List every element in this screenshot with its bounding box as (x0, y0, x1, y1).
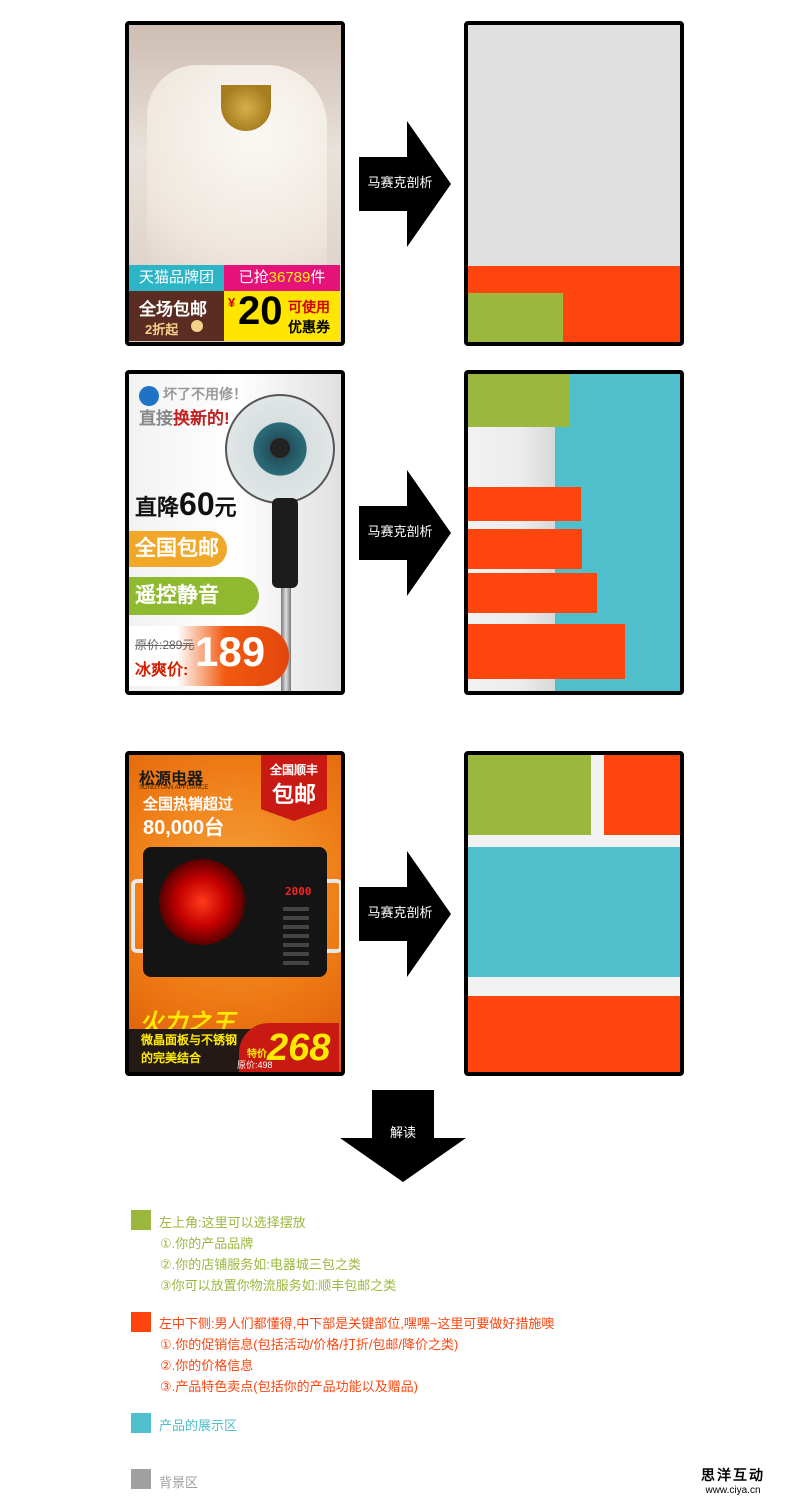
special-label: 特价 (247, 1049, 267, 1060)
subheadline: 直接换新的! (139, 409, 230, 428)
price-drop: 直降60元 (135, 486, 237, 522)
right-arrow-icon (359, 470, 451, 596)
mosaic-display-block (468, 847, 680, 977)
fan-hub (270, 438, 290, 458)
badge-icon (139, 386, 159, 406)
play-icon (191, 320, 203, 332)
headline: 坏了不用修！ (163, 386, 247, 402)
necklace-illustration (221, 85, 271, 131)
sold-count-tag: 已抢36789件 (224, 265, 340, 291)
brand-logo: 松源电器 (139, 771, 204, 788)
legend-orange-swatch (131, 1312, 151, 1332)
mosaic-brand-block (468, 293, 563, 342)
legend-orange-item: ③.产品特色卖点(包括你的产品功能以及赠品) (160, 1379, 418, 1394)
legend-green-item: ③你可以放置你物流服务如:顺丰包邮之类 (160, 1278, 397, 1293)
legend-green-swatch (131, 1210, 151, 1230)
heating-coil (159, 859, 245, 945)
shipping-ribbon: 全国顺丰 包邮 (261, 755, 327, 821)
sales-line-1: 全国热销超过 (143, 796, 234, 813)
mosaic-service-block (604, 755, 680, 835)
mosaic-layout-1 (464, 21, 684, 346)
price-label: 冰爽价: (135, 662, 189, 679)
legend-gray-title: 背景区 (159, 1475, 199, 1490)
legend-green-title: 左上角:这里可以选择摆放 (159, 1215, 306, 1230)
arrow-label: 马赛克剖析 (367, 175, 433, 190)
brand-tag: 天猫品牌团 (129, 265, 224, 291)
mosaic-layout-2 (464, 370, 684, 695)
fan-body (272, 498, 298, 588)
right-arrow-icon (359, 851, 451, 977)
price-value: 189 (195, 628, 266, 675)
legend-teal-swatch (131, 1413, 151, 1433)
price-tag (239, 1023, 339, 1072)
cooker-handle-left (131, 879, 151, 953)
legend-green-item: ②.你的店铺服务如:电器城三包之类 (160, 1257, 361, 1272)
down-arrow-label: 解读 (389, 1125, 416, 1140)
right-arrow-icon (359, 121, 451, 247)
watermark-url: www.ciya.cn (705, 1485, 761, 1496)
mosaic-promo-block-2 (468, 529, 582, 569)
mosaic-promo-block-4 (468, 624, 625, 679)
watermark-title: 思洋互动 (701, 1467, 765, 1483)
cooker-display: 2000 (285, 885, 312, 898)
coupon-tag: ¥ 20 可使用 优惠券 (224, 289, 340, 341)
legend-orange-item: ②.你的价格信息 (160, 1358, 254, 1373)
slogan-sub-2: 的完美结合 (141, 1051, 202, 1065)
mosaic-layout-3 (464, 751, 684, 1076)
legend-orange-item: ①.你的促销信息(包括活动/价格/打折/包邮/降价之类) (160, 1337, 459, 1352)
product-image-fan: 坏了不用修！ 直接换新的! 直降60元 全国包邮 遥控静音 原价:289元 冰爽… (125, 370, 345, 695)
feature-pill-1: 全国包邮 (129, 531, 227, 567)
legend-teal-title: 产品的展示区 (159, 1418, 238, 1433)
legend-orange-title: 左中下侧:男人们都懂得,中下部是关键部位,嘿嘿~这里可要做好措施噢 (159, 1316, 555, 1331)
product-image-clothing: 天猫品牌团 已抢36789件 全场包邮 2折起 ¥ 20 可使用 优惠券 (125, 21, 345, 346)
mosaic-promo-block-3 (468, 573, 597, 613)
slogan-sub-1: 微晶面板与不锈钢 (141, 1033, 238, 1047)
price-value: 268 (267, 1027, 331, 1069)
price-pill (129, 626, 289, 686)
feature-pill-2: 遥控静音 (129, 577, 259, 615)
arrow-label: 马赛克剖析 (367, 905, 433, 920)
watermark: 思洋互动 www.ciya.cn (696, 1465, 770, 1496)
sales-line-2: 80,000台 (143, 817, 225, 839)
arrow-label: 马赛克剖析 (367, 524, 433, 539)
down-arrow-icon (340, 1090, 466, 1182)
original-price: 原价:289元 (135, 638, 195, 652)
legend-gray-swatch (131, 1469, 151, 1489)
mosaic-brand-block (468, 374, 570, 427)
free-shipping-tag: 全场包邮 2折起 (129, 291, 224, 341)
mosaic-brand-block (468, 755, 591, 835)
fan-pole (281, 502, 291, 691)
legend-green-item: ①.你的产品品牌 (160, 1236, 254, 1251)
mosaic-promo-block (468, 996, 680, 1072)
brand-subtitle: SONGYUAN APPLIANCE (139, 785, 209, 791)
original-price: 原价:498 (237, 1060, 273, 1070)
cooker-buttons (283, 907, 309, 967)
cooker-handle-right (323, 879, 341, 953)
product-image-cooker: 松源电器 SONGYUAN APPLIANCE 全国热销超过 80,000台 全… (125, 751, 345, 1076)
mosaic-promo-block-1 (468, 487, 581, 521)
